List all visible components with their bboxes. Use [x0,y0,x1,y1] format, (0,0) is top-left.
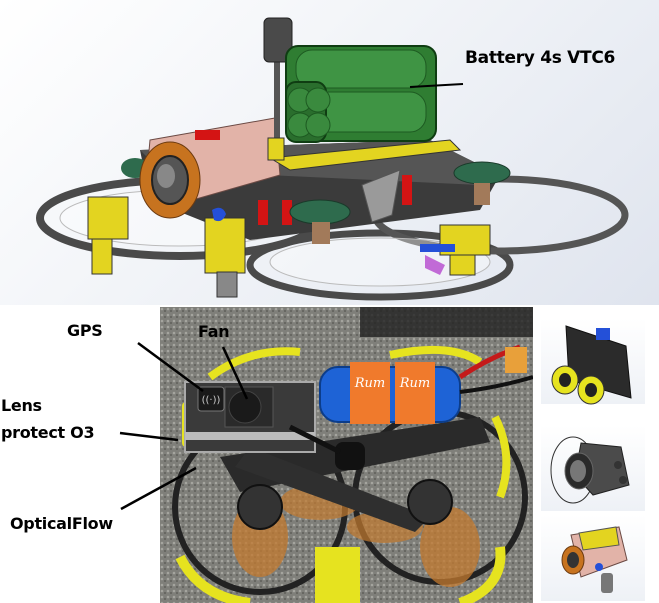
lens-protect-label: Lens protect O3 [1,392,95,446]
optical-flow-sensor-icon [551,325,632,405]
battery-leader-line [409,83,464,88]
svg-text:((·)): ((·)) [202,395,221,406]
thumbnail-camera-fan-module [541,515,645,601]
antenna-cap [263,17,293,63]
xt-connector [505,347,527,373]
fan-leader-line [221,346,249,400]
fan-label: Fan [198,322,230,341]
lens-label-line1: Lens [1,396,42,415]
opticalflow-leader-line [120,466,197,511]
svg-text:Rum: Rum [399,376,431,391]
motor-photo-left [237,484,283,530]
o3-camera-icon [550,436,630,504]
antenna-photo [335,442,365,470]
opticalflow-label: OpticalFlow [10,514,113,533]
gps-module-photo [197,386,225,412]
drone-photo: ((·)) Rum Rum [160,307,533,603]
camera-fan-module-icon [561,526,628,593]
vtx-antenna [274,60,280,150]
prop-guard-front [246,229,514,301]
motor-photo-right [407,479,453,525]
svg-text:Rum: Rum [354,376,386,391]
yellow-guard-photo-left [175,554,251,603]
cad-render-panel: Battery 4s VTC6 [0,0,659,305]
thumbnail-optical-flow-sensor [541,318,645,405]
drone-cad-render [36,17,629,301]
battery-pack [285,45,437,143]
lens-label-line2: protect O3 [1,423,95,442]
lens-leader-line [119,431,179,442]
battery-strap-1 [350,362,390,424]
thumbnail-o3-camera [541,425,645,511]
gps-leader-line [137,341,204,393]
yellow-mount-front [204,217,246,274]
fan-photo [228,390,262,424]
drone-photo-panel: ((·)) Rum Rum [160,307,533,603]
battery-label: Battery 4s VTC6 [465,48,616,68]
gps-label: GPS [67,321,103,340]
battery-strap-2 [395,362,435,424]
